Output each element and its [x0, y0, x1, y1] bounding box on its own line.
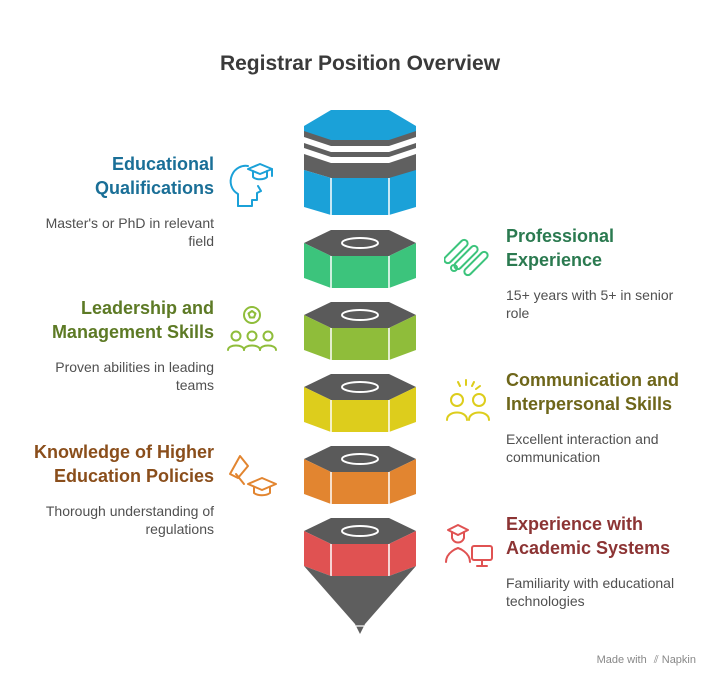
item-title: Experience with Academic Systems: [506, 514, 671, 558]
item-leadership-management: Leadership and Management Skills Proven …: [14, 296, 214, 394]
item-description: Excellent interaction and communication: [506, 431, 659, 465]
head-graduation-cap-icon: [229, 163, 273, 207]
stack-segment-1: [304, 110, 416, 215]
stack-segment-3: [304, 302, 416, 360]
item-title: Professional Experience: [506, 226, 615, 270]
made-with-label: Made with: [596, 654, 647, 666]
item-professional-experience: Professional Experience 15+ years with 5…: [506, 224, 706, 322]
item-description: Proven abilities in leading teams: [55, 359, 214, 393]
people-talking-icon: [446, 379, 490, 421]
item-communication-interpersonal: Communication and Interpersonal Skills E…: [506, 368, 706, 466]
item-description: 15+ years with 5+ in senior role: [506, 287, 674, 321]
team-ball-icon: [227, 306, 277, 351]
stack-segment-2: [304, 230, 416, 288]
item-description: Master's or PhD in relevant field: [45, 215, 214, 249]
item-title: Leadership and Management Skills: [51, 298, 214, 342]
stack-segment-6: [304, 518, 416, 576]
stack-segment-4: [304, 374, 416, 432]
item-description: Familiarity with educational technologie…: [506, 575, 675, 609]
made-with-napkin: Made with ⫽ Napkin: [597, 654, 696, 667]
item-academic-systems: Experience with Academic Systems Familia…: [506, 512, 706, 610]
page-title: Registrar Position Overview: [219, 52, 501, 75]
stack-segment-5: [304, 446, 416, 504]
item-title: Knowledge of Higher Education Policies: [34, 442, 214, 486]
student-computer-icon: [445, 524, 493, 567]
item-title: Educational Qualifications: [94, 154, 214, 198]
pencil-tip: [304, 566, 416, 634]
item-description: Thorough understanding of regulations: [45, 503, 214, 537]
gavel-graduation-cap-icon: [229, 455, 277, 497]
napkin-brand: Napkin: [661, 654, 696, 666]
item-educational-qualifications: Educational Qualifications Master's or P…: [14, 152, 214, 250]
item-title: Communication and Interpersonal Skills: [506, 370, 680, 414]
napkin-logo-icon: ⫽: [653, 654, 659, 666]
stacked-bars-icon: [444, 238, 489, 277]
item-higher-education-policies: Knowledge of Higher Education Policies T…: [14, 440, 214, 538]
